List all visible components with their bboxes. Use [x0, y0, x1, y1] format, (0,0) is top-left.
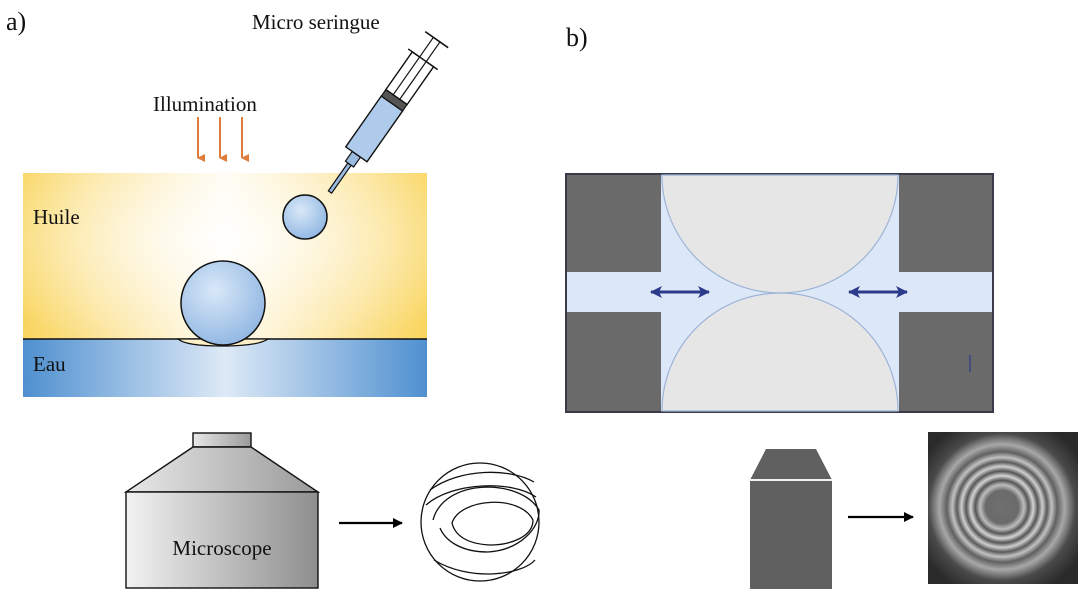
right-channel [893, 272, 992, 312]
oil-label: Huile [33, 205, 80, 229]
microscope-label: Microscope [172, 536, 271, 560]
interference-image [928, 432, 1078, 584]
microscope [123, 432, 321, 589]
objective-lens [750, 449, 832, 589]
illumination-arrows [197, 117, 249, 162]
water-label: Eau [33, 352, 66, 376]
water-layer [23, 339, 427, 397]
syringe-label: Micro seringue [252, 10, 380, 34]
bottom-lobe [661, 292, 899, 412]
panel-b: b) [565, 23, 1078, 589]
large-droplet [180, 260, 266, 346]
small-droplet [282, 194, 328, 240]
microfluidic-chip [565, 173, 994, 413]
micro-syringe [327, 30, 449, 194]
panel-a: a) Huile Eau Illumination [6, 7, 540, 589]
panel-a-label: a) [6, 7, 26, 36]
panel-b-label: b) [566, 23, 588, 52]
interference-sketch [420, 462, 540, 582]
illumination-label: Illumination [153, 92, 257, 116]
